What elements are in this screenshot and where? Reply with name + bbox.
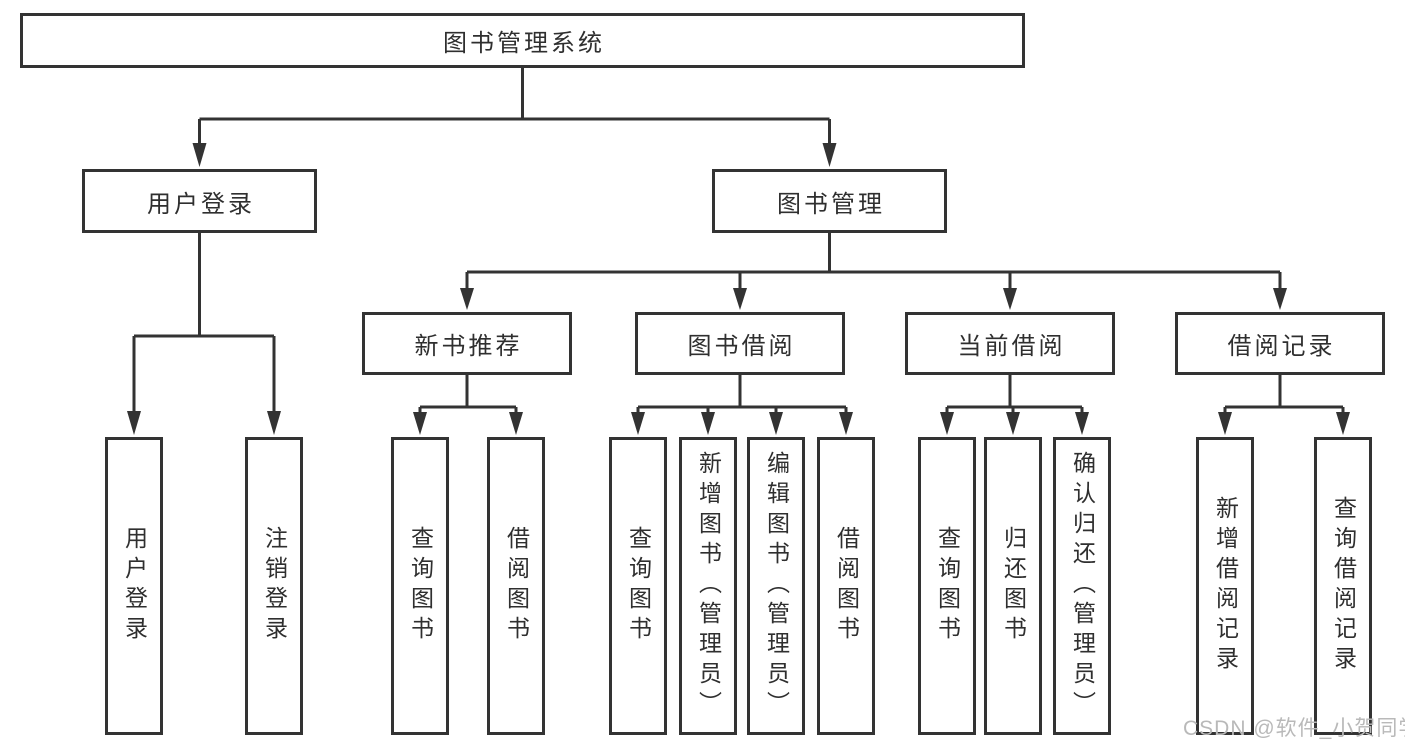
leaf-current-confirm-admin-label: 确认归还（管理员） (1069, 451, 1096, 721)
node-root-label: 图书管理系统 (443, 30, 605, 57)
node-new-book-recommend-label: 新书推荐 (414, 333, 523, 360)
leaf-records-query: 查询借阅记录 (1314, 437, 1372, 735)
leaf-borrow-add-admin: 新增图书（管理员） (679, 437, 737, 735)
arrowhead-icons (127, 143, 1350, 435)
leaf-borrow-query-label: 查询图书 (625, 526, 652, 646)
node-book-borrow: 图书借阅 (635, 312, 845, 375)
node-current-borrow-label: 当前借阅 (957, 333, 1066, 360)
leaf-current-query: 查询图书 (918, 437, 976, 735)
leaf-current-return-label: 归还图书 (1000, 526, 1027, 646)
node-borrow-records-label: 借阅记录 (1227, 333, 1336, 360)
node-user-login-branch: 用户登录 (82, 169, 317, 233)
leaf-current-return: 归还图书 (984, 437, 1042, 735)
node-borrow-records: 借阅记录 (1175, 312, 1385, 375)
node-current-borrow: 当前借阅 (905, 312, 1115, 375)
leaf-records-add: 新增借阅记录 (1196, 437, 1254, 735)
leaf-records-query-label: 查询借阅记录 (1330, 496, 1357, 676)
leaf-borrow-edit-admin-label: 编辑图书（管理员） (763, 451, 790, 721)
csdn-watermark: CSDN @软件_小贺同学 (1183, 717, 1405, 740)
leaf-current-query-label: 查询图书 (934, 526, 961, 646)
leaf-borrow-query: 查询图书 (609, 437, 667, 735)
node-root-system: 图书管理系统 (20, 13, 1025, 68)
leaf-user-login: 用户登录 (105, 437, 163, 735)
node-book-borrow-label: 图书借阅 (687, 333, 796, 360)
leaf-borrow-borrow-label: 借阅图书 (833, 526, 860, 646)
node-user-login-label: 用户登录 (147, 190, 255, 218)
leaf-borrow-add-admin-label: 新增图书（管理员） (695, 451, 722, 721)
leaf-borrow-edit-admin: 编辑图书（管理员） (747, 437, 805, 735)
leaf-newbooks-borrow-label: 借阅图书 (503, 526, 530, 646)
leaf-logout-label: 注销登录 (261, 526, 288, 646)
leaf-user-login-label: 用户登录 (121, 526, 148, 646)
leaf-logout: 注销登录 (245, 437, 303, 735)
node-new-book-recommend: 新书推荐 (362, 312, 572, 375)
leaf-newbooks-borrow: 借阅图书 (487, 437, 545, 735)
leaf-newbooks-query: 查询图书 (391, 437, 449, 735)
leaf-borrow-borrow: 借阅图书 (817, 437, 875, 735)
leaf-current-confirm-admin: 确认归还（管理员） (1053, 437, 1111, 735)
leaf-records-add-label: 新增借阅记录 (1212, 496, 1239, 676)
node-book-management-label: 图书管理 (777, 190, 885, 218)
leaf-newbooks-query-label: 查询图书 (407, 526, 434, 646)
node-book-management-branch: 图书管理 (712, 169, 947, 233)
